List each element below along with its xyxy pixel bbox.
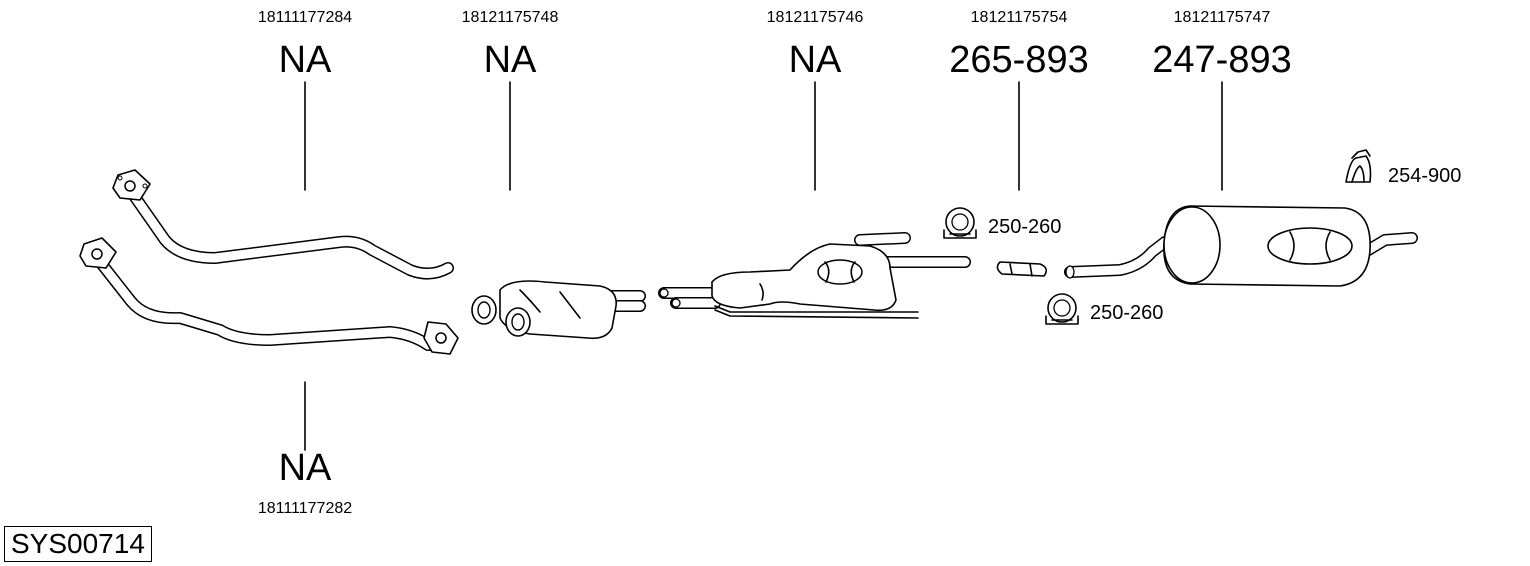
rear-silencer-icon xyxy=(1064,205,1418,287)
sleeve-icon xyxy=(996,261,1048,277)
center-silencer-icon xyxy=(658,232,971,319)
hanger-icon xyxy=(1345,149,1372,183)
oem-number: 18111177282 xyxy=(257,500,353,517)
leader-lines xyxy=(304,81,1223,451)
clamp-icon xyxy=(943,207,977,239)
oem-number: 18121175746 xyxy=(766,9,864,26)
front-silencer-icon xyxy=(471,280,646,340)
part-number-label[interactable]: 265-893 xyxy=(949,39,1089,81)
accessory-label[interactable]: 250-260 xyxy=(1090,302,1164,324)
front-pipe-lower-icon xyxy=(79,237,459,355)
oem-number: 18111177284 xyxy=(257,9,353,26)
system-code-badge: SYS00714 xyxy=(4,526,152,562)
part-number-label[interactable]: NA xyxy=(483,39,537,81)
accessory-label[interactable]: 254-900 xyxy=(1388,165,1462,187)
oem-number: 18121175747 xyxy=(1173,9,1271,26)
part-number-label[interactable]: NA xyxy=(788,39,842,81)
clamp-icon xyxy=(1045,293,1079,325)
part-number-label[interactable]: 247-893 xyxy=(1152,39,1292,81)
oem-number: 18121175754 xyxy=(970,9,1068,26)
accessory-label[interactable]: 250-260 xyxy=(988,216,1062,238)
part-number-label[interactable]: NA xyxy=(278,447,332,489)
oem-number: 18121175748 xyxy=(461,9,559,26)
part-number-label[interactable]: NA xyxy=(278,39,332,81)
front-pipe-upper-icon xyxy=(112,169,454,280)
